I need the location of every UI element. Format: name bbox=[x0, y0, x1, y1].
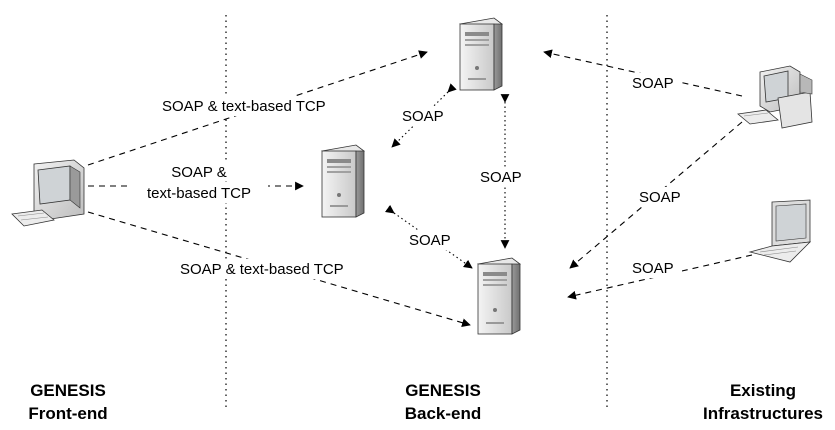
existing-computer-icon bbox=[737, 65, 813, 129]
label-bg bbox=[637, 187, 689, 207]
column-existing-line1: Existing bbox=[730, 381, 796, 400]
label-laptop-bottom: SOAP bbox=[632, 260, 674, 277]
label-pc-top: SOAP bbox=[632, 75, 674, 92]
label-top-mid: SOAP bbox=[402, 108, 444, 125]
existing-laptop-icon bbox=[748, 199, 812, 263]
column-backend-line1: GENESIS bbox=[405, 381, 481, 400]
label-bg bbox=[400, 106, 452, 126]
server-middle-icon bbox=[321, 144, 365, 218]
frontend-computer-icon bbox=[11, 159, 85, 227]
column-frontend-line1: GENESIS bbox=[30, 381, 106, 400]
label-fe-mid-1: SOAP & bbox=[171, 164, 227, 181]
column-existing-line2: Infrastructures bbox=[703, 404, 823, 423]
label-bg bbox=[630, 73, 682, 93]
label-bg bbox=[478, 167, 530, 187]
server-top-icon bbox=[459, 17, 503, 91]
label-bg bbox=[178, 259, 383, 279]
edge-laptop-bottom bbox=[567, 254, 753, 300]
label-bg bbox=[130, 183, 268, 203]
label-mid-bottom: SOAP bbox=[409, 232, 451, 249]
label-bg bbox=[160, 96, 365, 116]
label-top-bottom: SOAP bbox=[480, 169, 522, 186]
label-fe-mid-2: text-based TCP bbox=[147, 185, 251, 202]
label-fe-bottom: SOAP & text-based TCP bbox=[180, 261, 344, 278]
label-pc-bottom: SOAP bbox=[639, 189, 681, 206]
column-frontend-line2: Front-end bbox=[28, 404, 107, 423]
server-bottom-icon bbox=[477, 257, 521, 335]
label-bg bbox=[160, 163, 242, 181]
column-backend-line2: Back-end bbox=[405, 404, 482, 423]
label-bg bbox=[407, 230, 459, 250]
label-fe-top: SOAP & text-based TCP bbox=[162, 98, 326, 115]
label-bg bbox=[630, 258, 682, 278]
